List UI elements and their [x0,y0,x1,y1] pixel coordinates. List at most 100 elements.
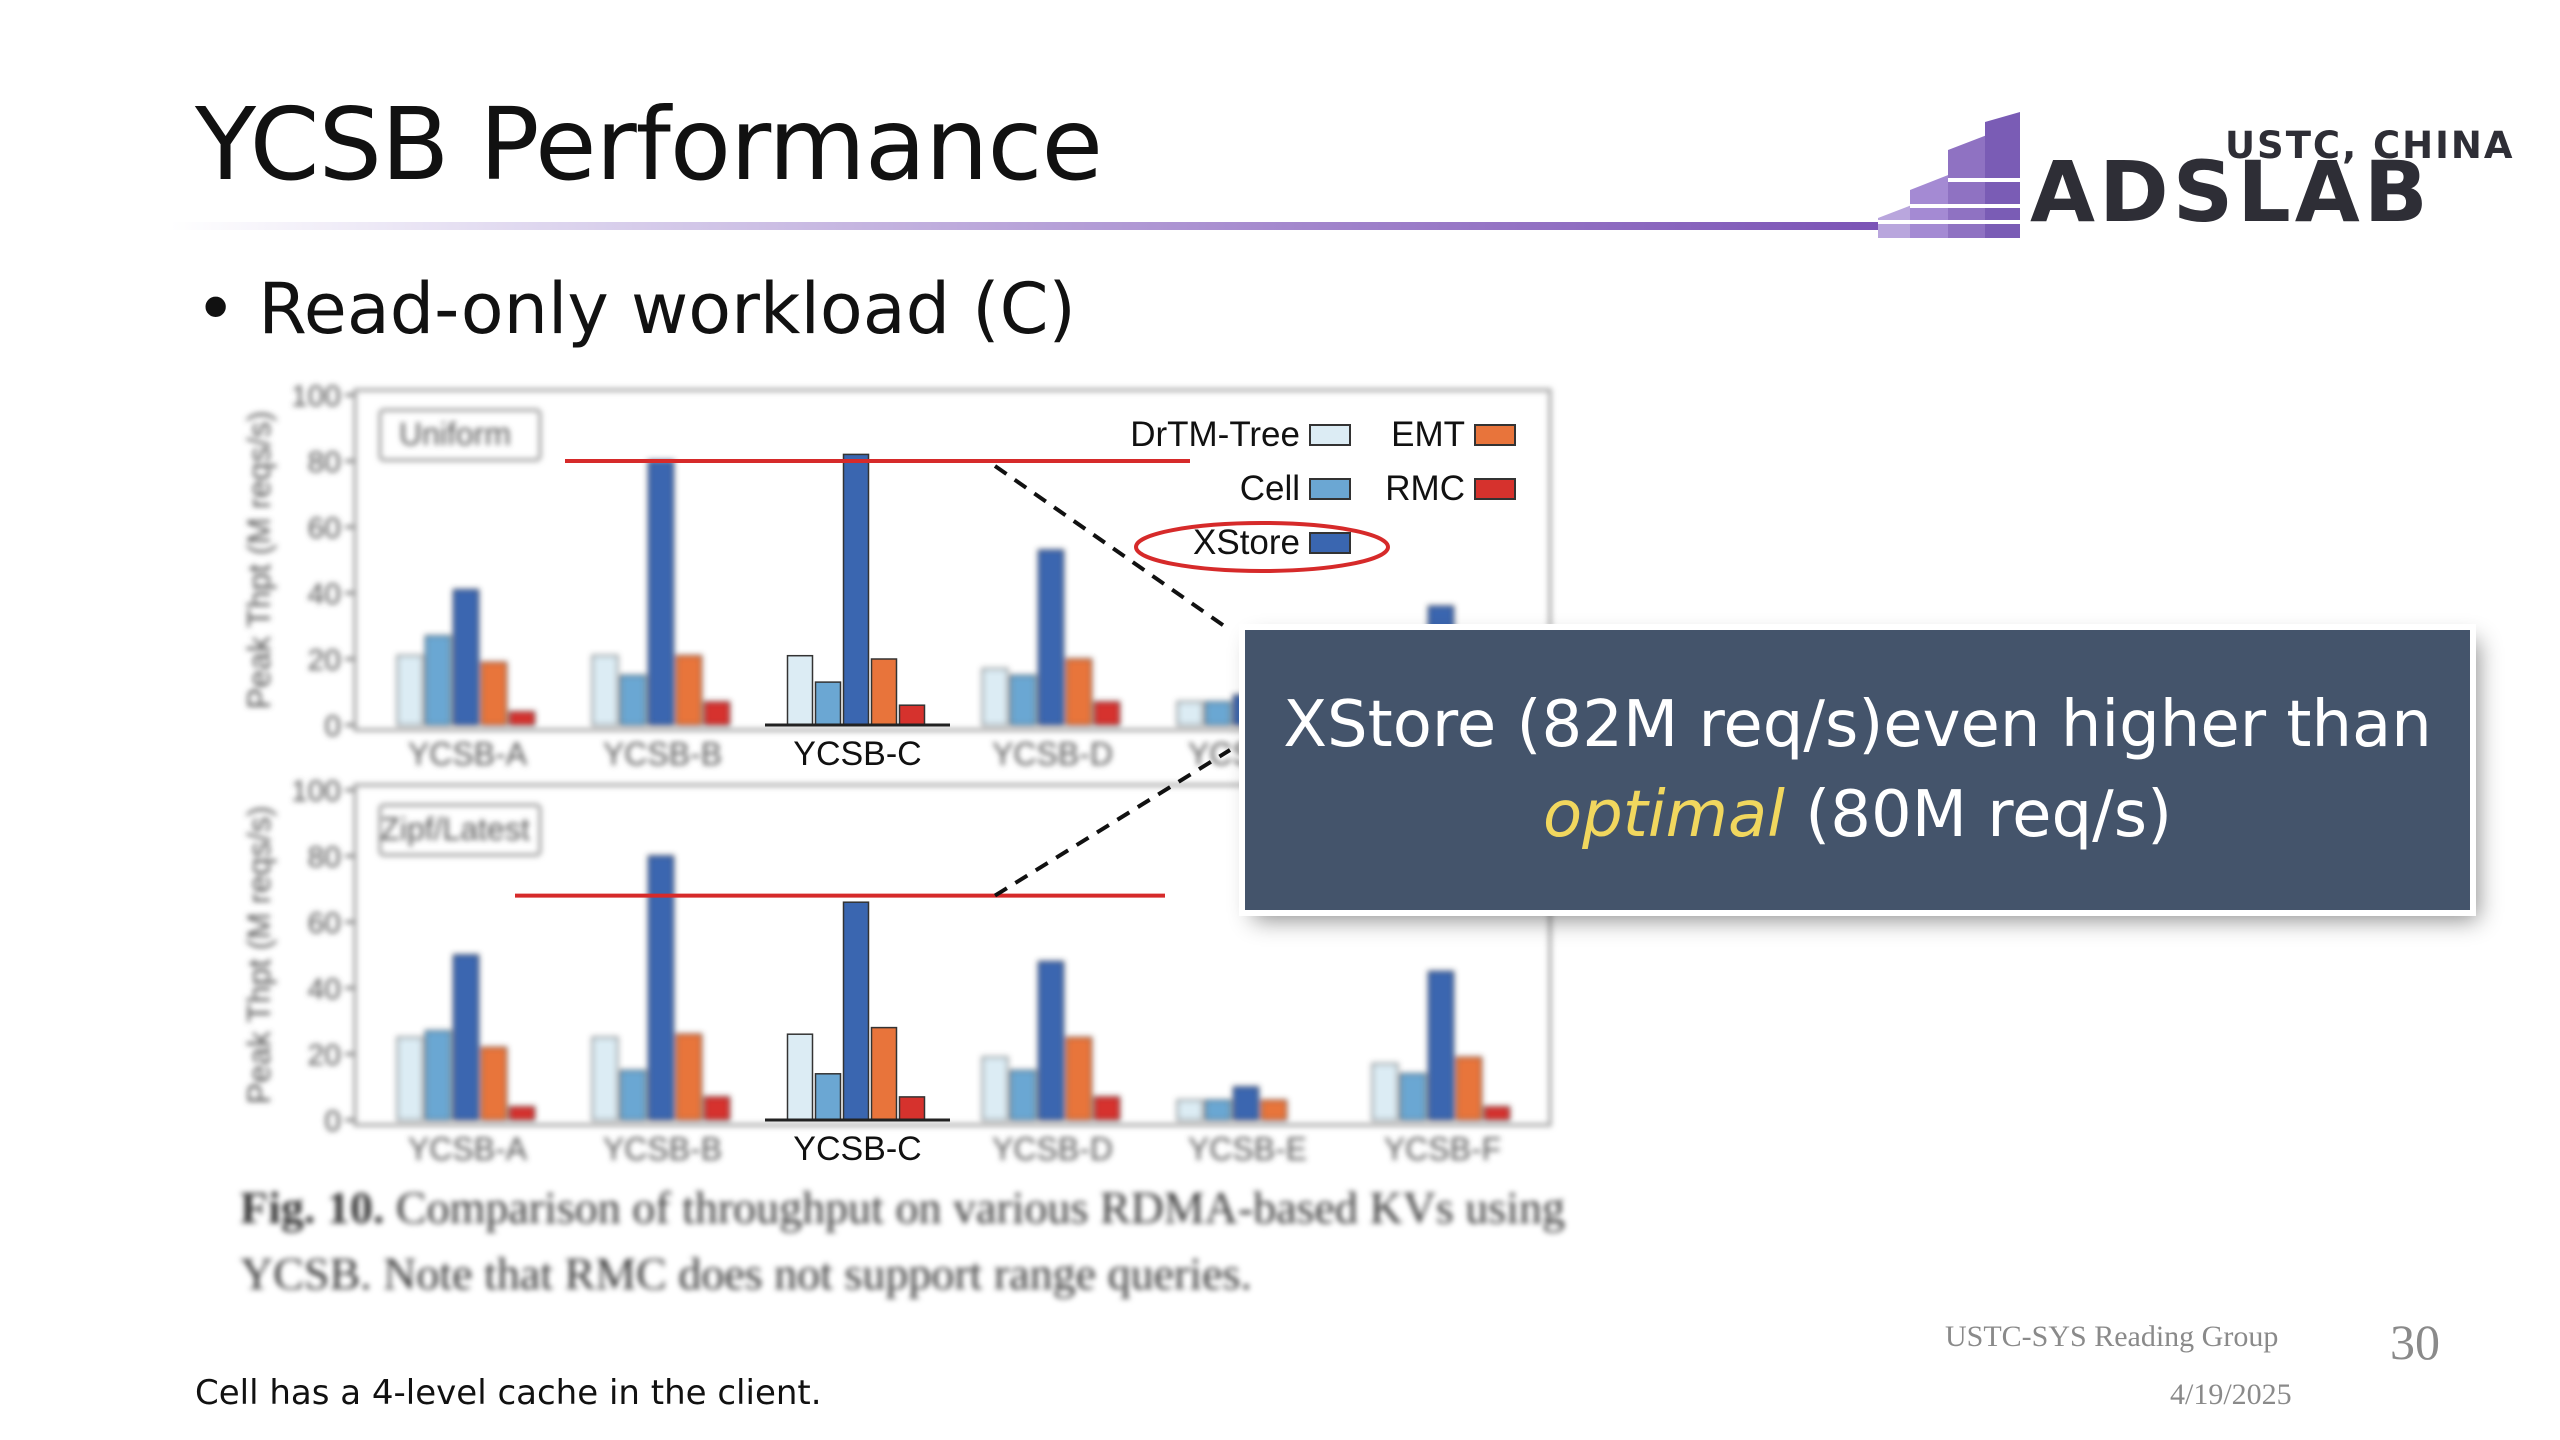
bar-xstore-ycsb-b [647,855,675,1121]
bar-rmc-ycsb-b [703,701,731,726]
bar-emt-ycsb-a [480,1046,508,1121]
bar-cell-ycsb-c [814,1073,842,1121]
bar-drtm-tree-ycsb-d [981,668,1009,726]
y-tick-label: 60 [308,907,341,940]
panel-label: Uniform [399,416,511,452]
x-tick-label: YCSB-F [1384,1131,1501,1167]
page-number: 30 [2390,1314,2440,1370]
bar-emt-ycsb-a [480,661,508,726]
legend-label: RMC [1385,469,1465,508]
bar-emt-ycsb-f [1455,1056,1483,1121]
bar-cell-ycsb-d [1009,674,1037,726]
bar-cell-ycsb-c [814,681,842,726]
bar-cell-ycsb-b [619,674,647,726]
bar-xstore-ycsb-d [1037,549,1065,726]
bar-rmc-ycsb-d [1093,701,1121,726]
bar-emt-ycsb-d [1065,1036,1093,1121]
bar-xstore-ycsb-c [842,453,870,726]
bar-drtm-tree-ycsb-b [591,654,619,726]
bar-drtm-tree-ycsb-c [786,1033,814,1121]
bar-xstore-ycsb-a [452,954,480,1121]
caption-label: Fig. 10. [240,1182,385,1233]
legend-swatch [1309,478,1351,500]
bar-rmc-ycsb-a [508,1106,536,1121]
bar-cell-ycsb-f [1399,1073,1427,1121]
panel-label: Zipf/Latest [380,811,530,847]
caption-text: Comparison of throughput on various RDMA… [240,1182,1565,1299]
logo-name: ADSLAB [2030,143,2432,241]
bar-cell-ycsb-a [424,1030,452,1121]
bar-emt-ycsb-e [1260,1099,1288,1121]
bar-xstore-ycsb-a [452,588,480,726]
bar-drtm-tree-ycsb-c [786,654,814,726]
x-tick-label: YCSB-D [992,736,1113,772]
bar-cell-ycsb-e [1204,701,1232,726]
legend-swatch [1309,424,1351,446]
x-tick-label: YCSB-B [603,1131,722,1167]
bar-emt-ycsb-d [1065,658,1093,726]
bar-rmc-ycsb-a [508,711,536,726]
legend-label: XStore [1193,523,1300,562]
legend-label: Cell [1240,469,1300,508]
y-tick-label: 20 [308,644,341,677]
callout-text: XStore (82M req/s)even higher than optim… [1283,680,2432,860]
footer-group-name: USTC-SYS Reading Group [1945,1320,2279,1353]
legend-swatch [1309,532,1351,554]
y-tick-label: 80 [308,446,341,479]
y-tick-label: 40 [308,973,341,1006]
callout-emphasis: optimal [1542,778,1785,852]
bar-drtm-tree-ycsb-b [591,1036,619,1121]
callout-box: XStore (82M req/s)even higher than optim… [1245,630,2470,910]
bar-xstore-ycsb-b [647,460,675,726]
bar-emt-ycsb-b [675,1033,703,1121]
legend-label: DrTM-Tree [1130,415,1300,454]
bar-cell-ycsb-b [619,1069,647,1121]
bar-drtm-tree-ycsb-a [396,1036,424,1121]
bar-emt-ycsb-c [870,1026,898,1121]
legend-swatch [1474,478,1516,500]
figure-caption: Fig. 10. Comparison of throughput on var… [240,1175,1620,1307]
panel-label-box [378,408,542,462]
bar-xstore-ycsb-c [842,901,870,1121]
y-tick-label: 0 [324,710,341,743]
y-tick-label: 20 [308,1039,341,1072]
bar-drtm-tree-ycsb-e [1176,701,1204,726]
bar-drtm-tree-ycsb-f [1371,1063,1399,1121]
legend-label: EMT [1391,415,1465,454]
x-tick-label: YCSB-C [793,1130,921,1168]
callout-line1: XStore (82M req/s)even higher than [1283,688,2432,762]
callout-line2: (80M req/s) [1784,778,2173,852]
logo-subtitle: USTC, CHINA [2225,124,2515,167]
bar-xstore-ycsb-e [1232,1086,1260,1121]
bar-drtm-tree-ycsb-a [396,654,424,726]
bar-rmc-ycsb-d [1093,1096,1121,1121]
y-tick-label: 40 [308,578,341,611]
footer-date: 4/19/2025 [2170,1378,2292,1411]
adslab-logo-icon [1878,112,2020,238]
x-tick-label: YCSB-B [603,736,722,772]
bar-emt-ycsb-c [870,658,898,726]
x-tick-label: YCSB-E [1188,1131,1307,1167]
bar-xstore-ycsb-d [1037,960,1065,1121]
y-axis-label: Peak Thpt (M reqs/s) [241,411,277,709]
bar-cell-ycsb-a [424,635,452,726]
y-tick-label: 80 [308,841,341,874]
bar-rmc-ycsb-c [898,1096,926,1121]
bar-drtm-tree-ycsb-d [981,1056,1009,1121]
footnote: Cell has a 4-level cache in the client. [195,1373,822,1413]
page-title: YCSB Performance [195,86,1103,203]
bullet-item: •Read-only workload (C) [195,268,1076,350]
bar-xstore-ycsb-f [1427,970,1455,1121]
chart-frame [353,388,1552,732]
chart-frame [353,783,1552,1127]
bar-rmc-ycsb-c [898,704,926,726]
legend-swatch [1474,424,1516,446]
xstore-highlight-ellipse [1134,521,1390,573]
bar-drtm-tree-ycsb-e [1176,1099,1204,1121]
bar-rmc-ycsb-f [1483,1106,1511,1121]
bar-emt-ycsb-b [675,654,703,726]
x-tick-label: YCSB-A [408,1131,528,1167]
bar-cell-ycsb-e [1204,1099,1232,1121]
bullet-dot-icon: • [195,268,237,350]
